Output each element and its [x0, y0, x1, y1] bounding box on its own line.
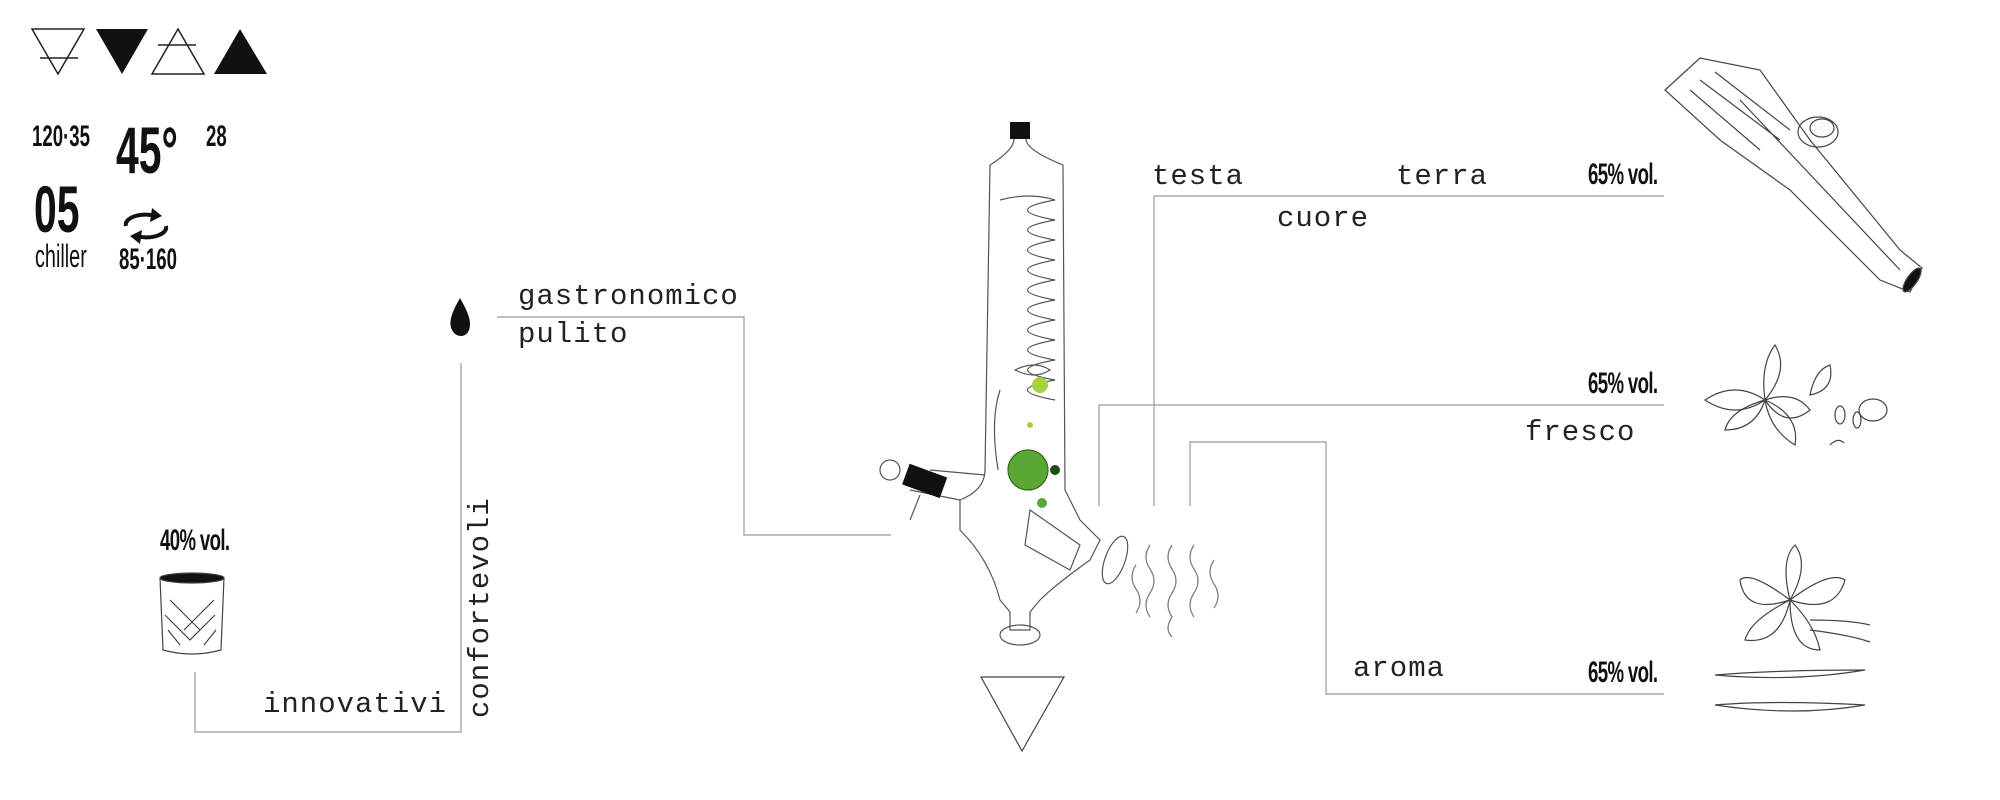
funnel-triangle-icon — [979, 676, 1066, 753]
leek-illustration — [1664, 57, 1923, 293]
earth-symbol-icon — [96, 29, 148, 74]
bottom-abv-label: 65% vol. — [1588, 656, 1658, 689]
cycle-arrows-icon — [123, 208, 169, 244]
testa-label: testa — [1152, 160, 1245, 193]
air-symbol-icon — [150, 27, 206, 75]
chiller-label: chiller — [35, 238, 87, 274]
aroma-label: aroma — [1353, 652, 1446, 685]
pulito-label: pulito — [518, 318, 629, 351]
drop-icon — [450, 298, 470, 336]
connector-lines — [194, 195, 1664, 733]
terra-label: terra — [1396, 160, 1489, 193]
innovativi-label: innovativi — [263, 688, 448, 721]
confortevoli-label: confortevoli — [464, 497, 497, 718]
cuore-label: cuore — [1277, 202, 1370, 235]
mint-leaves-illustration — [1703, 343, 1888, 446]
temp-range-label: 120·35 — [32, 120, 90, 153]
degrees-label: 45° — [116, 113, 178, 187]
top-abv-label: 65% vol. — [1588, 158, 1658, 191]
chiller-number: 05 — [34, 172, 80, 246]
middle-abv-label: 65% vol. — [1588, 367, 1658, 400]
cycle-range-label: 85·160 — [119, 243, 177, 276]
glass-abv-label: 40% vol. — [160, 524, 230, 557]
vanilla-flower-illustration — [1714, 544, 1871, 712]
distiller-illustration — [879, 122, 1129, 646]
water-symbol-icon — [30, 28, 86, 76]
whisky-glass-icon — [159, 572, 225, 655]
value-28-label: 28 — [206, 120, 227, 153]
vapour-waves-icon — [1131, 544, 1219, 638]
fresco-label: fresco — [1525, 416, 1636, 449]
fire-symbol-icon — [214, 29, 267, 74]
gastronomico-label: gastronomico — [518, 280, 739, 313]
